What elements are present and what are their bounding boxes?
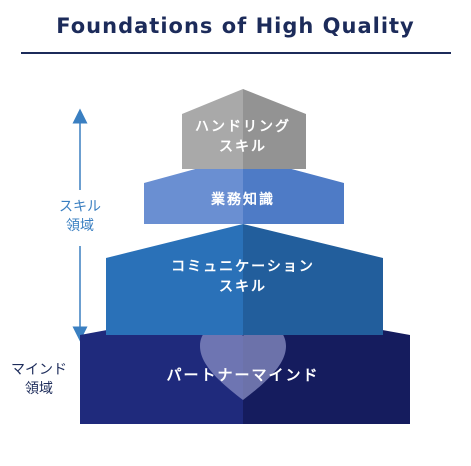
tier-handling-label-line: ハンドリング — [195, 118, 291, 135]
tier-handling-right-face — [243, 89, 306, 169]
tier-communication-label-line: スキル — [219, 279, 267, 295]
tier-handling-left-face — [182, 89, 243, 169]
skill-area-label: スキル 領域 — [55, 198, 105, 236]
tier-partner-label-line: パートナーマインド — [166, 366, 319, 384]
tier-business — [144, 156, 344, 224]
tier-handling-label: ハンドリングスキル — [195, 118, 291, 155]
mind-area-label: マインド 領域 — [11, 362, 67, 397]
tier-partner-label: パートナーマインド — [166, 366, 319, 384]
tier-communication-left-face — [106, 224, 243, 335]
tier-handling-label-line: スキル — [219, 139, 267, 155]
tier-communication-label-line: コミュニケーション — [171, 259, 315, 275]
heart-icon — [200, 324, 286, 400]
tier-communication-label: コミュニケーションスキル — [171, 259, 315, 295]
tier-business-left-face — [144, 156, 243, 224]
tier-business-right-face — [243, 156, 344, 224]
tier-communication-right-face — [243, 224, 383, 335]
title-underline — [21, 52, 451, 54]
tier-business-label: 業務知識 — [210, 191, 275, 208]
diagram-title: Foundations of High Quality — [56, 14, 415, 38]
tier-handling — [182, 89, 306, 169]
tier-communication — [106, 224, 383, 335]
tier-business-label-line: 業務知識 — [210, 191, 275, 208]
